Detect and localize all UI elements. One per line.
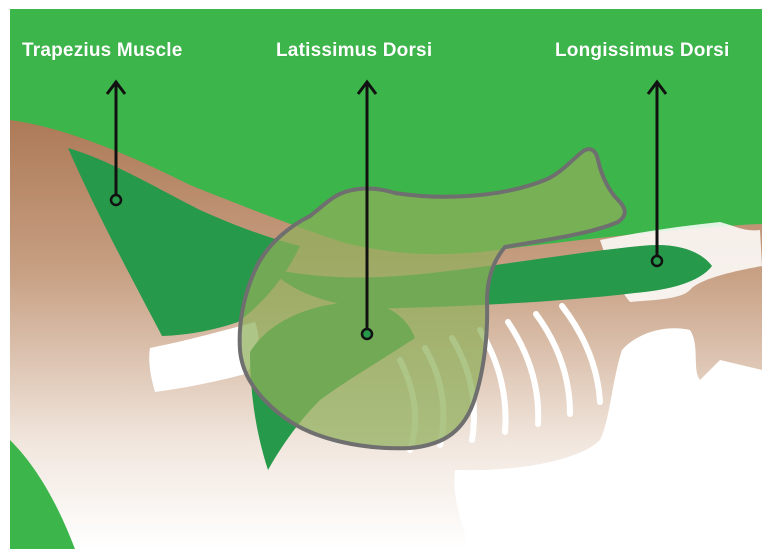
longissimus-label: Longissimus Dorsi [555, 40, 729, 62]
latissimus-label: Latissimus Dorsi [276, 40, 432, 62]
trapezius-label: Trapezius Muscle [22, 40, 183, 62]
pointer-dot [652, 256, 662, 266]
pointer-dot [111, 195, 121, 205]
pointer-dot [362, 329, 372, 339]
